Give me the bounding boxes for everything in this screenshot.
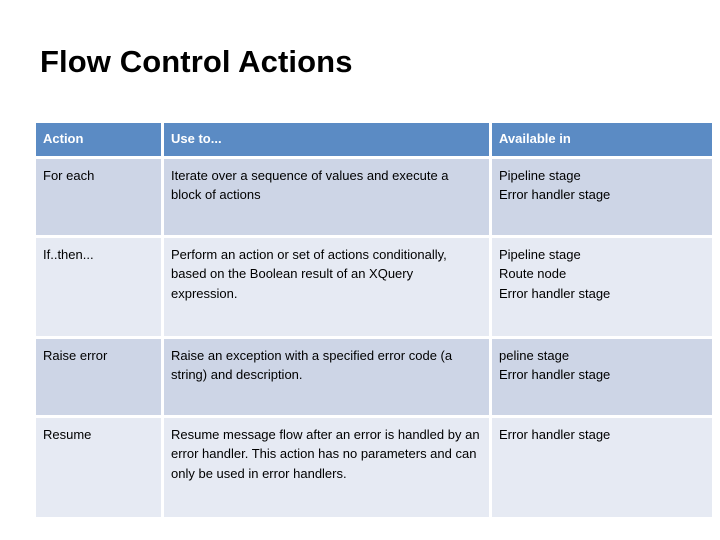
table-row: If..then... Perform an action or set of … (36, 237, 712, 336)
table-row: Raise error Raise an exception with a sp… (36, 338, 712, 415)
table-header-row: Action Use to... Available in (36, 123, 712, 156)
cell-available-in: Pipeline stage Route node Error handler … (492, 237, 712, 336)
column-header-available-in: Available in (492, 123, 712, 156)
available-in-entry: Error handler stage (499, 367, 611, 382)
cell-use-to: Iterate over a sequence of values and ex… (164, 158, 489, 235)
cell-use-to: Resume message flow after an error is ha… (164, 417, 489, 517)
flow-control-actions-table: Action Use to... Available in For each I… (33, 120, 715, 520)
column-header-use-to: Use to... (164, 123, 489, 156)
page-title: Flow Control Actions (40, 44, 353, 79)
cell-action: Resume (36, 417, 161, 517)
cell-action: For each (36, 158, 161, 235)
flow-control-actions-table-wrapper: Action Use to... Available in For each I… (36, 123, 712, 517)
available-in-entry: Pipeline stage (499, 167, 581, 183)
available-in-entry: Error handler stage (499, 285, 611, 301)
cell-available-in: Error handler stage (492, 417, 712, 517)
table-row: Resume Resume message flow after an erro… (36, 417, 712, 517)
available-in-entry: Error handler stage (499, 426, 611, 442)
available-in-entry: Error handler stage (499, 187, 611, 202)
column-header-action: Action (36, 123, 161, 156)
cell-action: Raise error (36, 338, 161, 415)
available-in-entry: Pipeline stage (499, 246, 581, 262)
table-header: Action Use to... Available in (36, 123, 712, 156)
cell-use-to: Raise an exception with a specified erro… (164, 338, 489, 415)
cell-action: If..then... (36, 237, 161, 336)
available-in-entry: Route node (499, 266, 567, 281)
table-body: For each Iterate over a sequence of valu… (36, 158, 712, 517)
cell-available-in: Pipeline stage Error handler stage (492, 158, 712, 235)
cell-available-in: peline stage Error handler stage (492, 338, 712, 415)
available-in-entry: peline stage (499, 347, 570, 363)
table-row: For each Iterate over a sequence of valu… (36, 158, 712, 235)
cell-use-to: Perform an action or set of actions cond… (164, 237, 489, 336)
